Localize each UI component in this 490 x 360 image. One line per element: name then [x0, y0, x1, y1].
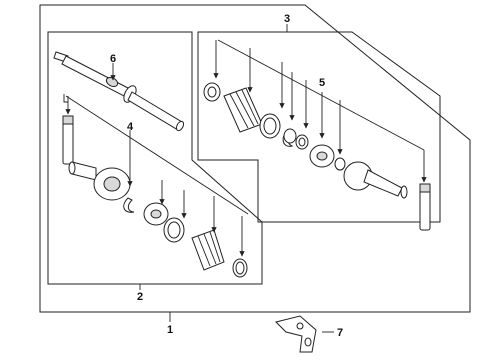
callout-3: 3 [284, 13, 290, 25]
right-snap-ring [282, 128, 297, 147]
right-tripod-joint [309, 144, 335, 168]
left-tripod-joint [143, 202, 169, 226]
right-inner-cv-joint [343, 161, 408, 199]
right-boot-band-large [259, 113, 281, 139]
right-axle-box [197, 31, 441, 223]
right-retainer-ring [295, 134, 309, 150]
callout-2: 2 [137, 291, 143, 303]
left-boot-clamp-pin [62, 115, 74, 165]
right-boot-band [203, 82, 221, 102]
callout-6: 6 [110, 53, 116, 65]
assembly-outline [39, 4, 471, 313]
mounting-bracket [275, 315, 317, 353]
left-snap-ring [123, 197, 135, 213]
callout-7: 7 [337, 327, 343, 339]
left-boot-band [163, 217, 185, 243]
callout-5: 5 [319, 77, 325, 89]
left-boot-band-small [232, 258, 248, 278]
callout-1: 1 [167, 324, 173, 336]
right-boot [223, 87, 263, 133]
axle-shaft [53, 51, 185, 132]
callout-4: 4 [127, 121, 134, 133]
right-clip [334, 157, 346, 171]
left-outer-cv-joint [68, 161, 131, 201]
right-boot-clamp-pin [419, 183, 431, 231]
left-boot [191, 229, 225, 271]
